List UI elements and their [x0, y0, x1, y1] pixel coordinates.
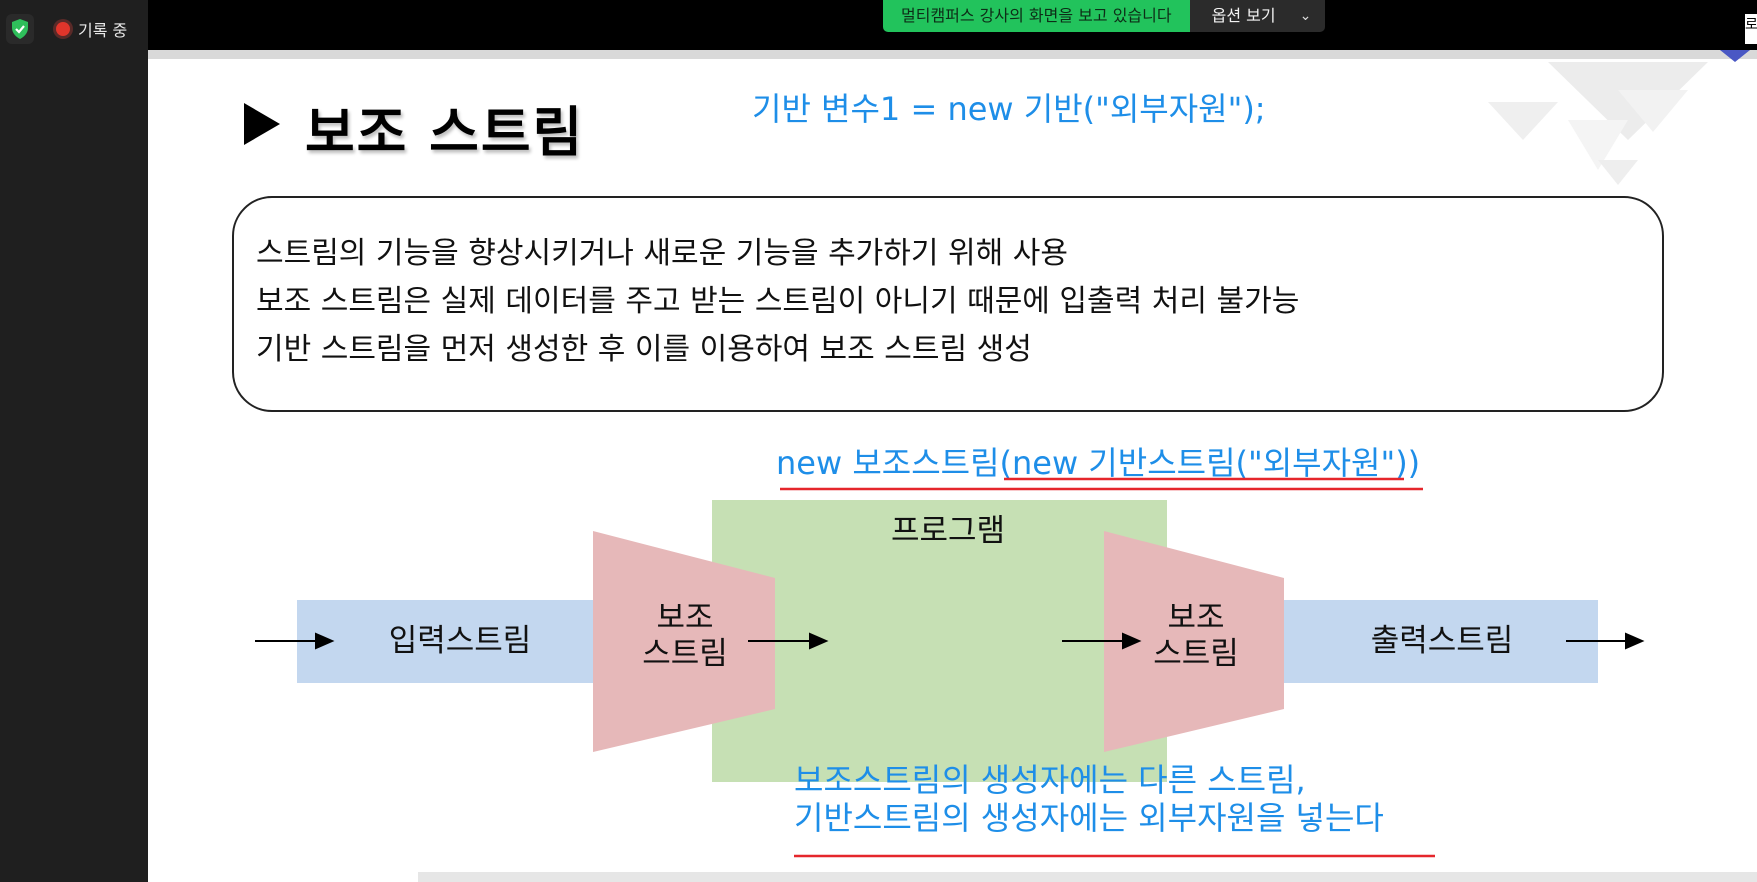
output-stream-bar [1284, 600, 1598, 683]
description-box: 스트림의 기능을 향상시키거나 새로운 기능을 추가하기 위해 사용 보조 스트… [232, 196, 1664, 412]
decorative-triangles [1488, 50, 1750, 185]
view-options-label: 옵션 보기 [1211, 6, 1276, 25]
output-stream-label: 출력스트림 [1370, 623, 1514, 659]
code-example-middle: new 보조스트림(new 기반스트림("외부자원")) [776, 444, 1421, 482]
description-line-2: 보조 스트림은 실제 데이터를 주고 받는 스트림이 아니기 때문에 입출력 처… [256, 284, 1300, 319]
input-stream-bar [297, 600, 612, 683]
recording-indicator[interactable]: 기록 중 [56, 16, 127, 42]
record-dot-icon [56, 22, 70, 36]
right-edge-label: 로 [1745, 14, 1757, 44]
meeting-top-bar: 멀티캠퍼스 강사의 화면을 보고 있습니다 옵션 보기 ⌄ 로 [148, 0, 1757, 50]
shield-check-icon[interactable] [6, 14, 34, 44]
arrow-right-icon [255, 632, 335, 650]
screen-share-banner: 멀티캠퍼스 강사의 화면을 보고 있습니다 옵션 보기 ⌄ [883, 0, 1326, 32]
aux-left-line-2: 스트림 [642, 636, 728, 672]
chevron-down-icon: ⌄ [1299, 8, 1312, 24]
arrow-right-icon [748, 632, 829, 650]
aux-left-line-1: 보조 [656, 600, 714, 636]
aux-stream-right-shape [1104, 531, 1284, 752]
aux-stream-left-label: 보조 스트림 [630, 600, 740, 672]
description-line-3: 기반 스트림을 먼저 생성한 후 이를 이용하여 보조 스트림 생성 [256, 332, 1032, 367]
slide-title: 보조 스트림 [305, 101, 585, 164]
note-line-2: 기반스트림의 생성자에는 외부자원을 넣는다 [794, 799, 1384, 837]
play-triangle-icon [244, 103, 280, 145]
program-label: 프로그램 [890, 513, 1006, 549]
constructor-note: 보조스트림의 생성자에는 다른 스트림, 기반스트림의 생성자에는 외부자원을 … [794, 761, 1384, 837]
slide-top-strip [148, 50, 1757, 59]
share-banner-text: 멀티캠퍼스 강사의 화면을 보고 있습니다 [883, 0, 1190, 32]
view-options-button[interactable]: 옵션 보기 ⌄ [1189, 0, 1326, 32]
stream-diagram [255, 477, 1645, 858]
code-example-top: 기반 변수1 = new 기반("외부자원"); [752, 90, 1266, 128]
recording-label: 기록 중 [78, 21, 128, 40]
meeting-left-panel: 기록 중 [0, 0, 148, 882]
shared-slide: 보조 스트림 기반 변수1 = new 기반("외부자원"); 스트림의 기능을… [148, 50, 1757, 882]
aux-right-line-1: 보조 [1167, 600, 1225, 636]
description-line-1: 스트림의 기능을 향상시키거나 새로운 기능을 추가하기 위해 사용 [256, 236, 1068, 271]
input-stream-label: 입력스트림 [388, 623, 532, 659]
note-line-1: 보조스트림의 생성자에는 다른 스트림, [794, 761, 1306, 799]
arrow-right-icon [1566, 632, 1645, 650]
arrow-right-icon [1062, 632, 1142, 650]
slide-bottom-edge [418, 872, 1757, 882]
aux-stream-right-label: 보조 스트림 [1141, 600, 1251, 672]
aux-right-line-2: 스트림 [1153, 636, 1239, 672]
aux-stream-left-shape [593, 531, 775, 752]
